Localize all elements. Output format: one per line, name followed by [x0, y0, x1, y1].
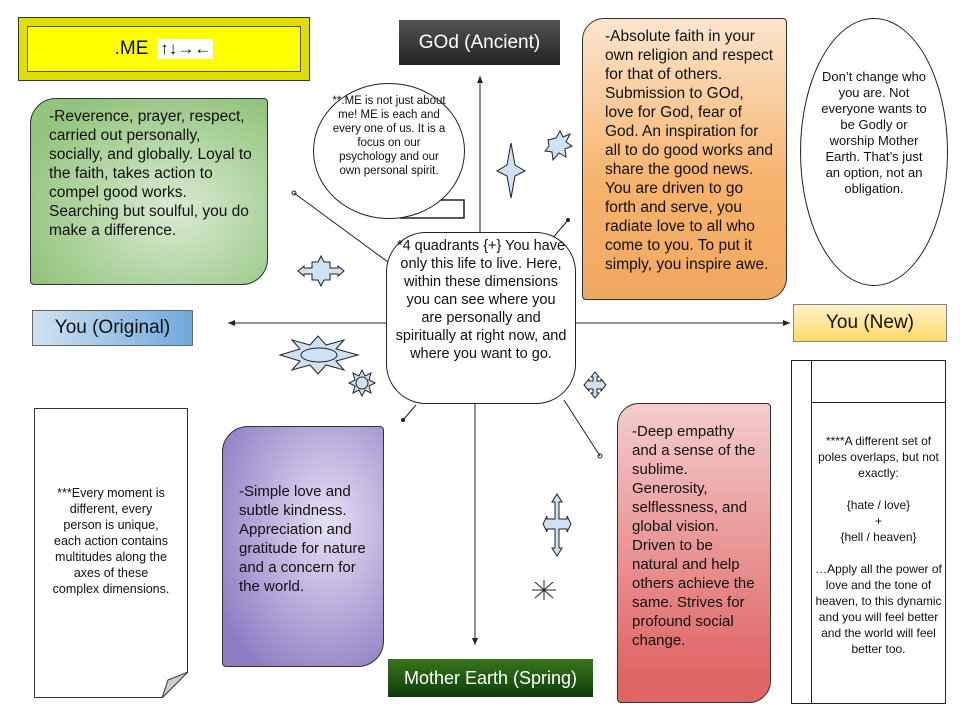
spark-icon [532, 580, 556, 600]
note-table: ****A different set of poles overlaps, b… [791, 360, 946, 704]
cross-arrow-icon [297, 254, 345, 288]
axis-label-you-original: You (Original) [32, 310, 193, 346]
table-column-divider [811, 361, 812, 703]
me-title-box: .ME ↑↓→← [18, 17, 310, 81]
connector-bottom-left [402, 404, 417, 421]
connector-top-left [293, 192, 393, 266]
connector-bottom-right [563, 399, 601, 457]
direction-arrows: ↑↓→← [158, 39, 214, 59]
plus-arrow-icon [583, 371, 607, 399]
axis-label-mother-earth: Mother Earth (Spring) [388, 659, 593, 697]
folded-corner [162, 672, 188, 698]
center-note: *4 quadrants {+} You have only this life… [386, 232, 576, 404]
note-page-text: ***Every moment is different, every pers… [52, 486, 170, 596]
me-speech-bubble: **.ME is not just about me! ME is each a… [313, 83, 465, 219]
quadrant-bottom-right: -Deep empathy and a sense of the sublime… [617, 403, 771, 703]
axis-label-god-ancient: GOd (Ancient) [399, 20, 560, 65]
quadrant-top-right: -Absolute faith in your own religion and… [582, 18, 787, 300]
quadrant-top-left: -Reverence, prayer, respect, carried out… [30, 98, 268, 285]
starburst-icon [544, 129, 574, 162]
note-table-text: ****A different set of poles overlaps, b… [815, 434, 942, 656]
table-row-divider [811, 402, 945, 403]
axis-label-you-new: You (New) [793, 304, 947, 342]
me-label: .ME [114, 38, 149, 59]
four-point-star-icon [495, 142, 527, 199]
quadrant-bottom-left: -Simple love and subtle kindness. Apprec… [222, 426, 384, 667]
note-ellipse: Don’t change who you are. Not everyone w… [800, 18, 948, 286]
note-page: ***Every moment is different, every pers… [34, 408, 188, 698]
speech-tail [400, 199, 465, 219]
vertical-arrow-icon [542, 493, 572, 557]
